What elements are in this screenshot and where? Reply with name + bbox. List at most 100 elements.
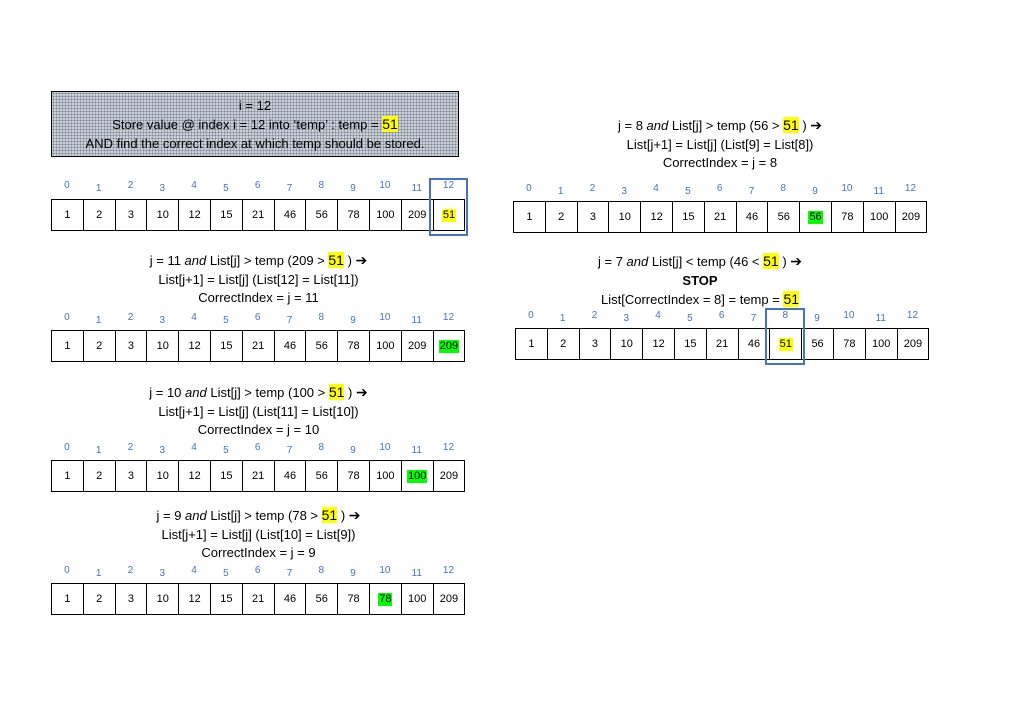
index-label: 3 [159,315,166,326]
array-cell: 56 [800,201,832,233]
index-label: 11 [411,445,422,456]
array-cell: 15 [210,199,243,231]
index-label: 12 [904,183,917,194]
array-cell: 21 [242,460,275,492]
index-label: 9 [350,183,356,194]
index-label: 6 [716,183,723,194]
cell-value: 1 [526,210,533,223]
cell-value: 209 [439,592,459,605]
array-cell: 78 [833,328,866,360]
cell-value: 46 [283,592,297,605]
index-label: 1 [95,568,102,579]
index-label: 9 [350,315,356,326]
index-label: 5 [685,186,691,197]
cell-value: 46 [747,337,761,350]
index-label: 8 [780,183,787,194]
array-cell: 12 [641,201,673,233]
array-cell: 3 [115,460,148,492]
array-cell: 2 [83,199,116,231]
cell-value: 78 [347,339,360,352]
cell-value: 56 [315,208,328,221]
array-cell: 12 [179,199,211,231]
cell-value: 2 [96,208,103,221]
cell-value: 78 [378,592,393,606]
cell-value: 21 [714,210,727,223]
array-cell: 3 [115,199,148,231]
cell-value: 21 [716,337,729,350]
cell-value: 21 [252,208,265,221]
array-cell: 78 [369,583,402,615]
array-cell: 21 [242,583,275,615]
caption-j7-and: and [626,254,649,269]
cell-value: 209 [903,337,923,350]
array-cell: 46 [274,583,307,615]
array-cell: 209 [433,460,466,492]
cell-value: 209 [901,210,921,223]
array-cell: 46 [274,199,307,231]
array-cell: 78 [338,460,370,492]
caption-j7-l1a: j = 7 [597,254,627,269]
array-cell: 56 [306,583,339,615]
cell-value: 1 [64,592,71,605]
index-label: 7 [286,315,293,326]
index-label: 3 [621,186,628,197]
cell-value: 100 [376,339,395,352]
array-cell: 21 [706,328,739,360]
cell-value: 56 [777,210,790,223]
index-label: 2 [127,312,134,323]
index-label: 9 [814,313,820,324]
caption-j9-assign: List[j+1] = List[j] (List[10] = List[9]) [161,526,356,542]
array-cell: 10 [147,199,180,231]
caption-j7: j = 7 and List[j] < temp (46 < 51 ) ➔ ST… [493,252,907,310]
array-cell: 10 [147,460,180,492]
cell-value: 78 [347,208,360,221]
cell-value: 1 [528,337,535,350]
arrow-right-icon: ➔ [810,117,822,133]
array-cell: 209 [897,328,930,360]
caption-j8-assign: List[j+1] = List[j] (List[9] = List[8]) [626,136,814,152]
cell-value: 10 [618,210,631,223]
index-label: 7 [748,186,755,197]
index-label: 4 [191,442,197,453]
caption-j9-temp: 51 [321,507,338,523]
index-label: 8 [318,312,325,323]
cell-value: 209 [439,469,459,482]
cell-value: 3 [591,337,599,350]
index-label: 0 [64,442,70,453]
array-cell: 2 [83,460,116,492]
index-label: 1 [95,315,102,326]
header-line-store: Store value @ index i = 12 into ‘temp’ :… [52,115,458,134]
index-label: 2 [127,565,134,576]
cell-value: 2 [96,339,103,352]
caption-j10-l1e: ) [344,385,356,400]
header-box: i = 12 Store value @ index i = 12 into ‘… [51,91,459,157]
caption-j7-store: List[CorrectIndex = 8] = temp = 51 [493,290,907,310]
caption-j11-temp: 51 [328,252,344,268]
array-cell: 209 [433,583,466,615]
index-label: 5 [223,315,229,326]
caption-j8-and: and [646,118,669,133]
array-cell: 21 [242,330,275,362]
index-label: 2 [127,180,134,191]
index-label: 6 [254,312,261,323]
cell-value: 56 [315,592,328,605]
step-initial-highlight-box [428,178,469,236]
index-label: 11 [875,313,886,324]
cell-value: 1 [64,469,71,482]
caption-j11-condition: j = 11 and List[j] > temp (209 > 51 ) ➔ [51,251,466,271]
caption-j11-l1c: List[j] > temp (209 > [206,253,329,268]
array-cell: 46 [736,201,769,233]
cell-value: 100 [376,469,395,482]
index-label: 10 [379,312,391,323]
index-label: 10 [379,180,391,191]
array-cell: 12 [179,583,211,615]
cell-value: 100 [869,210,889,223]
arrow-right-icon: ➔ [790,253,802,269]
index-label: 11 [411,568,422,579]
cell-value: 56 [808,210,823,224]
array-cell: 15 [674,328,707,360]
cell-value: 21 [252,469,265,482]
array-cell: 1 [52,583,84,615]
